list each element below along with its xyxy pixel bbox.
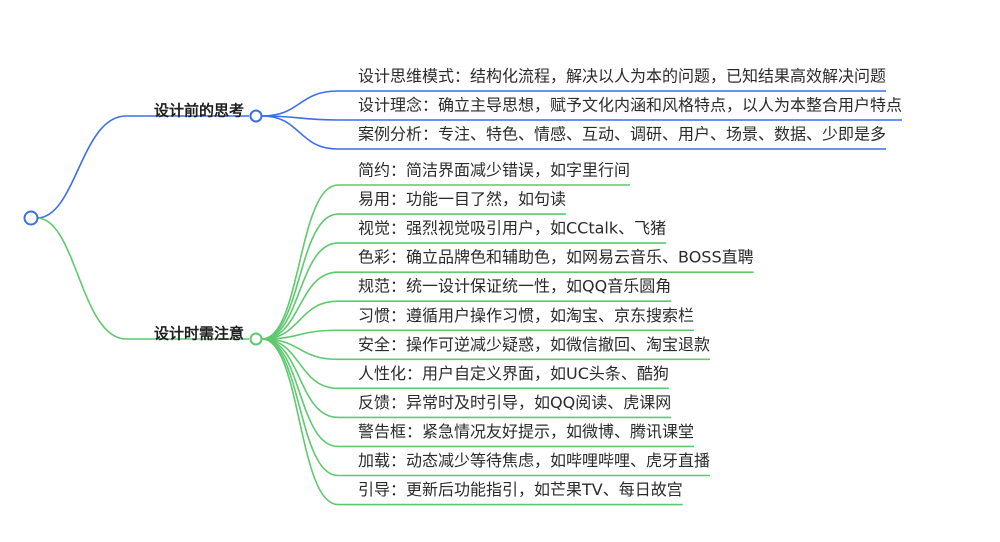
nodes-layer: 设计前的思考设计思维模式：结构化流程，解决以人为本的问题，已知结果高效解决问题设… — [23, 67, 902, 499]
thinking-item-0[interactable]: 设计思维模式：结构化流程，解决以人为本的问题，已知结果高效解决问题 — [358, 67, 886, 86]
edge-attention-to-item-10 — [261, 338, 339, 477]
attention-item-10[interactable]: 加载：动态减少等待焦虑，如哔哩哔哩、虎牙直播 — [358, 451, 710, 470]
edge-attention-to-item-2 — [261, 242, 339, 340]
edge-attention-to-item-11 — [261, 338, 339, 506]
edge-attention-to-item-6 — [261, 338, 339, 361]
edges-layer — [36, 90, 903, 506]
attention-item-0[interactable]: 简约：简洁界面减少错误，如字里行间 — [358, 161, 630, 180]
attention-item-5[interactable]: 习惯：遵循用户操作习惯，如淘宝、京东搜索栏 — [358, 306, 694, 325]
edge-thinking-to-item-0 — [261, 90, 339, 117]
edge-attention-to-item-9 — [261, 338, 339, 448]
branch-label-thinking[interactable]: 设计前的思考 — [154, 102, 244, 120]
edge-thinking-to-item-2 — [261, 115, 339, 150]
attention-item-1[interactable]: 易用：功能一目了然，如句读 — [358, 190, 566, 209]
attention-item-2[interactable]: 视觉：强烈视觉吸引用户，如CCtalk、飞猪 — [358, 219, 666, 238]
branch-label-attention[interactable]: 设计时需注意 — [154, 325, 244, 343]
edge-root-to-attention — [36, 217, 249, 340]
attention-item-6[interactable]: 安全：操作可逆减少疑惑，如微信撤回、淘宝退款 — [358, 335, 710, 354]
attention-item-3[interactable]: 色彩：确立品牌色和辅助色，如网易云音乐、BOSS直聘 — [358, 248, 754, 267]
root-node[interactable] — [23, 210, 39, 226]
branch-node-attention[interactable] — [249, 332, 263, 346]
attention-item-8[interactable]: 反馈：异常时及时引导，如QQ阅读、虎课网 — [358, 393, 671, 412]
edge-attention-to-item-5 — [261, 329, 339, 340]
edge-attention-to-item-1 — [261, 213, 339, 340]
edge-attention-to-item-0 — [261, 184, 339, 340]
thinking-item-1[interactable]: 设计理念：确立主导思想，赋予文化内涵和风格特点，以人为本整合用户特点 — [358, 96, 902, 115]
thinking-item-2[interactable]: 案例分析：专注、特色、情感、互动、调研、用户、场景、数据、少即是多 — [358, 125, 886, 144]
attention-item-4[interactable]: 规范：统一设计保证统一性，如QQ音乐圆角 — [358, 277, 671, 296]
branch-node-thinking[interactable] — [249, 109, 263, 123]
attention-item-9[interactable]: 警告框：紧急情况友好提示，如微博、腾讯课堂 — [358, 422, 694, 441]
attention-item-7[interactable]: 人性化：用户自定义界面，如UC头条、酷狗 — [358, 364, 669, 383]
edge-attention-to-item-7 — [261, 338, 339, 390]
edge-attention-to-item-3 — [261, 271, 339, 340]
edge-root-to-thinking — [36, 115, 249, 219]
edge-attention-to-item-4 — [261, 300, 339, 340]
edge-thinking-to-item-1 — [261, 115, 339, 121]
attention-item-11[interactable]: 引导：更新后功能指引，如芒果TV、每日故宫 — [358, 480, 683, 499]
